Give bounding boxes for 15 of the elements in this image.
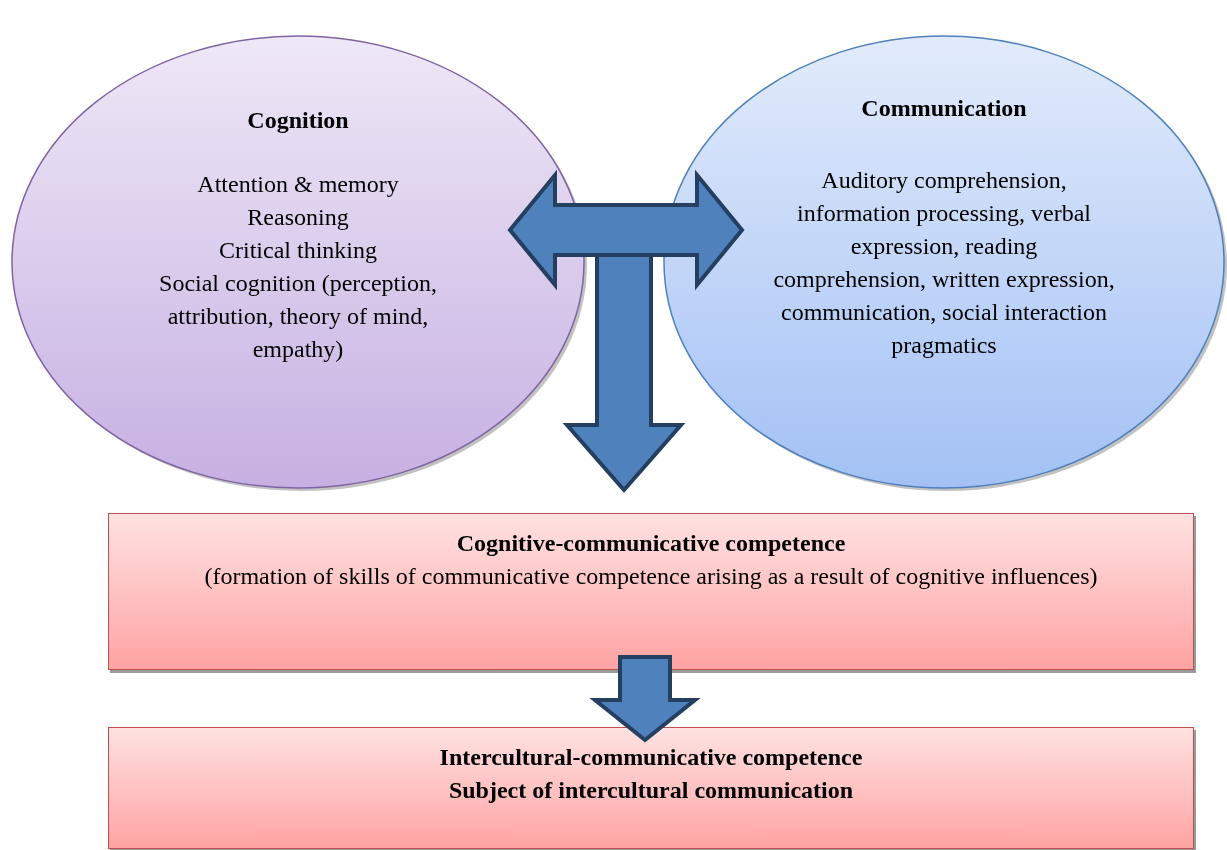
body-text: Social cognition (perception, attribution, theory of mind, empathy): [158, 269, 438, 364]
heading: Communication: [860, 94, 1028, 123]
body-text: Subject of intercultural communication: [447, 776, 855, 805]
body-text: Auditory comprehension, information processing, verbal expression, reading comprehension, written expression, communication, social interaction pragmatics: [772, 166, 1116, 360]
heading: Intercultural-communicative competence: [438, 743, 864, 772]
heading: Cognitive-communicative competence: [455, 529, 847, 558]
block-arrow: [507, 169, 745, 291]
body-text: Reasoning: [246, 203, 350, 232]
process-box: [108, 513, 1194, 670]
body-text: Attention & memory: [196, 170, 400, 199]
body-text: Critical thinking: [218, 236, 378, 265]
body-text: (formation of skills of communicative competence arising as a result of cognitive influences): [203, 562, 1099, 591]
block-arrow: [589, 655, 701, 743]
process-box: [108, 727, 1194, 849]
heading: Cognition: [246, 106, 350, 135]
